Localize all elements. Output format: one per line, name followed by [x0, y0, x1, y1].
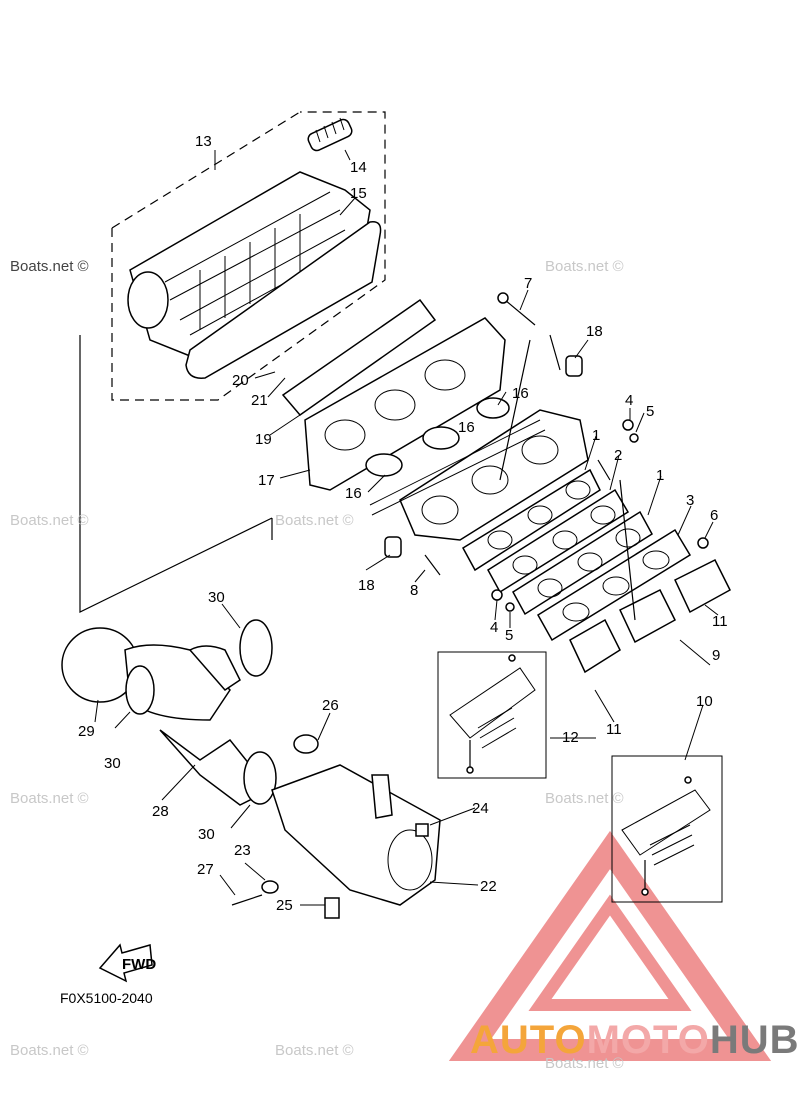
base-plate — [281, 298, 437, 417]
callout-16: 16 — [458, 419, 475, 436]
callout-25: 25 — [276, 897, 293, 914]
airbox-dashed-outline — [111, 111, 386, 401]
watermark: Boats.net © — [10, 512, 89, 529]
intake-manifold-plate — [536, 528, 692, 642]
callout-6: 6 — [710, 507, 718, 524]
callout-5: 5 — [505, 627, 513, 644]
hose-clamp — [239, 619, 273, 677]
grommet — [307, 117, 353, 152]
callout-8: 8 — [410, 582, 418, 599]
callout-11: 11 — [606, 721, 622, 738]
callout-30: 30 — [104, 755, 121, 772]
watermark: Boats.net © — [275, 512, 354, 529]
callout-7: 7 — [524, 275, 532, 292]
reed-valve-detail-inset — [437, 651, 547, 779]
watermark: Boats.net © — [275, 1042, 354, 1059]
o-ring — [476, 397, 510, 419]
screw — [424, 554, 441, 576]
callout-1: 1 — [656, 467, 664, 484]
callout-22: 22 — [480, 878, 497, 895]
watermark: Boats.net © — [545, 790, 624, 807]
bolt — [231, 894, 263, 906]
o-ring — [365, 453, 403, 477]
intake-gasket — [512, 510, 653, 616]
callout-1: 1 — [592, 427, 600, 444]
callout-leaders — [94, 149, 719, 906]
callout-9: 9 — [712, 647, 720, 664]
hose-clamp — [293, 734, 319, 754]
intake-spacer — [487, 488, 630, 594]
callout-19: 19 — [255, 431, 272, 448]
intake-duct — [271, 764, 441, 906]
brand-logo-triangle — [448, 830, 772, 1061]
reed-valve-assembly — [569, 558, 731, 674]
callout-5: 5 — [646, 403, 654, 420]
airbox-base — [304, 317, 506, 491]
callout-17: 17 — [258, 472, 275, 489]
reed-valve-detail-inset — [611, 755, 723, 903]
hose-clamp — [243, 751, 277, 805]
callout-4: 4 — [490, 619, 498, 636]
callout-12: 12 — [562, 729, 579, 746]
callout-2: 2 — [614, 447, 622, 464]
o-ring — [422, 426, 460, 450]
watermark: Boats.net © — [545, 1055, 624, 1072]
callout-24: 24 — [472, 800, 489, 817]
washer — [629, 433, 639, 443]
brand-part-hub: HUB — [709, 1018, 800, 1062]
brand-logo: AUTOMOTOHUB — [470, 1018, 800, 1063]
callout-30: 30 — [198, 826, 215, 843]
callout-28: 28 — [152, 803, 169, 820]
drain-plug — [324, 897, 340, 919]
callout-26: 26 — [322, 697, 339, 714]
brand-part-moto: MOTO — [586, 1018, 710, 1062]
callout-23: 23 — [234, 842, 251, 859]
collar — [261, 880, 279, 894]
bolt — [491, 589, 503, 601]
callout-13: 13 — [195, 133, 212, 150]
callout-21: 21 — [251, 392, 268, 409]
callout-labels: 13 14 15 7 18 20 21 19 16 16 16 1 2 1 4 … — [78, 133, 728, 914]
callout-16: 16 — [345, 485, 362, 502]
callout-16: 16 — [512, 385, 529, 402]
fwd-label: FWD — [122, 956, 156, 973]
intake-gasket — [462, 468, 601, 572]
plug — [565, 355, 583, 377]
figure-code: F0X5100-2040 — [60, 990, 153, 1006]
grommet — [415, 823, 429, 837]
callout-27: 27 — [197, 861, 214, 878]
callout-29: 29 — [78, 723, 95, 740]
callout-11: 11 — [712, 613, 728, 630]
bolt — [497, 292, 536, 326]
callout-30: 30 — [208, 589, 225, 606]
plug — [384, 536, 402, 558]
callout-20: 20 — [232, 372, 249, 389]
watermark: Boats.net © — [10, 1042, 89, 1059]
airbox-gasket — [185, 221, 382, 379]
callout-18: 18 — [586, 323, 603, 340]
nut — [697, 537, 709, 549]
callout-10: 10 — [696, 693, 713, 710]
watermark: Boats.net © — [10, 790, 89, 807]
watermark: Boats.net © — [10, 258, 89, 275]
watermark: Boats.net © — [545, 258, 624, 275]
brand-part-auto: AUTO — [470, 1018, 587, 1062]
callout-18: 18 — [358, 577, 375, 594]
washer — [505, 602, 515, 612]
callout-14: 14 — [350, 159, 367, 176]
callout-3: 3 — [686, 492, 694, 509]
callout-4: 4 — [625, 392, 633, 409]
fwd-arrow-icon: FWD — [98, 943, 156, 983]
bolt — [622, 419, 634, 431]
callout-15: 15 — [350, 185, 367, 202]
hose-clamp — [125, 665, 155, 715]
